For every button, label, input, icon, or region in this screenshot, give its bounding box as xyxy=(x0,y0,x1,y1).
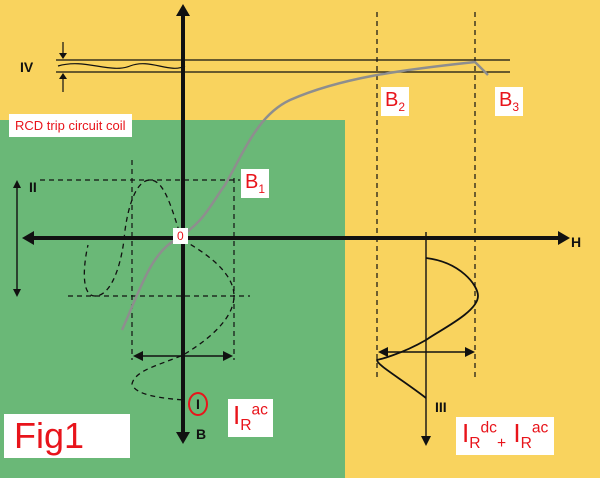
arrow-ii-head-down xyxy=(13,289,21,297)
b3-sub: 3 xyxy=(512,100,520,114)
irdc-main1: I xyxy=(462,418,470,448)
origin-label: 0 xyxy=(173,228,188,244)
h-axis-arrow-left xyxy=(22,231,34,245)
b2-label: B2 xyxy=(381,87,410,116)
irdc-sub2: R xyxy=(520,435,532,453)
irac-main: I xyxy=(233,400,241,430)
arrow-iv-down-head xyxy=(59,53,67,59)
b3-main: B xyxy=(499,89,513,111)
h-axis-arrow-right xyxy=(558,231,570,245)
swing-arrow-left-head-l xyxy=(133,351,143,361)
swing-arrow-left-head-r xyxy=(223,351,233,361)
small-ripple-iv xyxy=(57,63,186,69)
irdc-plus: + xyxy=(496,435,507,453)
b-axis-arrow-down xyxy=(176,432,190,444)
figure-label: Fig1 xyxy=(4,414,130,458)
current-wave-iii xyxy=(376,257,479,399)
ir-ac-label: IRac xyxy=(228,399,273,437)
b2-main: B xyxy=(385,89,399,111)
current-wave-dashed xyxy=(131,239,235,401)
ir-dc-ac-label: IRdc+ IRac xyxy=(456,417,555,455)
swing-arrow-iii-head-l xyxy=(378,347,388,357)
coil-label: RCD trip circuit coil xyxy=(9,114,132,137)
b1-main: B xyxy=(245,171,259,193)
flux-wave-dashed xyxy=(83,179,183,297)
b1-sub: 1 xyxy=(258,182,266,196)
irdc-main2: I xyxy=(513,418,521,448)
b-axis-label: B xyxy=(196,426,207,442)
iii-axis-arrow xyxy=(421,436,431,446)
b3-label: B3 xyxy=(495,87,524,116)
irac-sup: ac xyxy=(251,401,268,419)
region-iv-label: IV xyxy=(20,59,34,75)
irdc-sup1: dc xyxy=(480,419,497,437)
arrow-iv-up-head xyxy=(59,73,67,79)
irdc-sup2: ac xyxy=(531,419,549,437)
h-axis-label: H xyxy=(571,234,582,250)
b1-label: B1 xyxy=(241,169,270,198)
swing-arrow-iii-head-r xyxy=(465,347,475,357)
b2-sub: 2 xyxy=(398,100,406,114)
magnetization-curve xyxy=(120,60,489,331)
region-iii-label: III xyxy=(435,399,447,415)
region-ii-label: II xyxy=(29,179,37,195)
b-axis-arrow-up xyxy=(176,4,190,16)
irdc-sub1: R xyxy=(469,435,481,453)
region-i-label: I xyxy=(188,392,208,416)
arrow-ii-head-up xyxy=(13,180,21,188)
irac-sub: R xyxy=(240,417,252,435)
